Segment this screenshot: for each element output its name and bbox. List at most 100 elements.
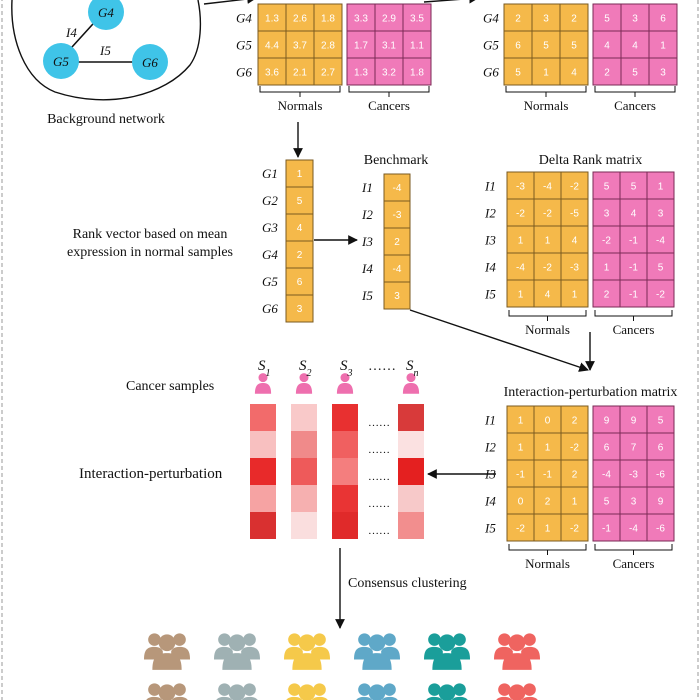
row-label-g2: G2 xyxy=(262,193,278,208)
row-label-g6: G6 xyxy=(262,301,278,316)
row-label-g6: G6 xyxy=(236,65,252,80)
benchmark-cell xyxy=(383,281,411,310)
heatmap-cell xyxy=(332,458,358,485)
cancer-cell-value: 3.2 xyxy=(382,68,396,79)
cancer-cell xyxy=(619,513,648,542)
normal-cell xyxy=(285,57,315,86)
cancer-cell xyxy=(592,198,621,227)
cancer-cell-value: 3 xyxy=(604,209,610,220)
cancer-cell-value: 5 xyxy=(658,263,664,274)
normal-cell-value: 2.7 xyxy=(321,68,335,79)
normal-cell xyxy=(559,3,589,32)
interaction-matrix-normals-label: Normals xyxy=(525,556,570,571)
interaction-matrix-cancers-label: Cancers xyxy=(613,556,655,571)
normal-cell-value: 1 xyxy=(545,524,551,535)
row-label-i3: I3 xyxy=(361,234,373,249)
rank-vector-value: 4 xyxy=(297,223,303,234)
normal-cell xyxy=(503,30,533,59)
normal-cell xyxy=(285,30,315,59)
cancer-cell xyxy=(619,252,648,281)
cancer-samples-label: Cancer samples xyxy=(126,379,214,394)
interaction-matrix-cancers-brace xyxy=(594,544,673,551)
normal-cell xyxy=(506,513,535,542)
benchmark-value: -3 xyxy=(393,210,402,221)
cancer-cell-value: 5 xyxy=(604,14,610,25)
node-g5 xyxy=(43,43,79,79)
normal-cell-value: -3 xyxy=(570,263,579,274)
normal-cell xyxy=(560,459,589,488)
rank-vector-cell xyxy=(285,159,314,188)
cancer-cell-value: -6 xyxy=(656,470,665,481)
heatmap-ellipsis: …… xyxy=(368,498,390,510)
normal-cell-value: 0 xyxy=(518,497,524,508)
cancer-cell-value: -4 xyxy=(656,236,665,247)
cancer-cell-value: -1 xyxy=(629,290,638,301)
cancer-cell-value: 4 xyxy=(604,41,610,52)
cancer-cell xyxy=(619,279,648,308)
cancer-cell xyxy=(646,432,675,461)
normal-cell xyxy=(506,279,535,308)
normal-cell-value: -5 xyxy=(570,209,579,220)
benchmark-title: Benchmark xyxy=(364,153,429,168)
heatmap-cell xyxy=(398,431,424,458)
node-g4-label: G4 xyxy=(98,5,114,20)
delta-rank-normals-label: Normals xyxy=(525,322,570,337)
cancer-cell xyxy=(619,405,648,434)
row-label-i5: I5 xyxy=(484,521,496,536)
cancer-cell-value: 1 xyxy=(604,263,610,274)
delta-rank-cancers-label: Cancers xyxy=(613,322,655,337)
cancer-cell-value: 1.8 xyxy=(410,68,424,79)
heatmap-ellipsis: …… xyxy=(368,525,390,537)
normal-cell xyxy=(506,459,535,488)
normal-cell-value: 1 xyxy=(518,236,524,247)
row-label-g5: G5 xyxy=(236,38,252,53)
cancer-cell-value: 5 xyxy=(631,182,637,193)
normal-cell-value: 4 xyxy=(545,290,551,301)
row-label-g4: G4 xyxy=(236,11,252,26)
normal-cell-value: 2 xyxy=(572,470,578,481)
normal-cell-value: 5 xyxy=(515,68,521,79)
cancer-cell-value: 6 xyxy=(658,443,664,454)
cancer-cell-value: 7 xyxy=(631,443,637,454)
row-label-g6: G6 xyxy=(483,65,499,80)
node-g6-label: G6 xyxy=(142,55,158,70)
normal-cell-value: 2 xyxy=(545,497,551,508)
row-label-i5: I5 xyxy=(484,287,496,302)
cluster-group-icon xyxy=(284,683,330,700)
cancer-cell-value: 9 xyxy=(604,416,610,427)
cluster-group-icon xyxy=(494,633,540,670)
cancer-cell xyxy=(592,459,621,488)
cancer-cell-value: -1 xyxy=(629,236,638,247)
delta-rank-cancers-brace xyxy=(594,310,673,317)
delta-rank-normals-brace xyxy=(508,310,587,317)
normal-cell-value: 4 xyxy=(571,68,577,79)
cancer-cell-value: 3 xyxy=(631,497,637,508)
rank-matrix-cancers-label: Cancers xyxy=(614,98,656,113)
rank-vector-value: 1 xyxy=(297,169,303,180)
normal-cell-value: 3.6 xyxy=(265,68,279,79)
cluster-group-icon xyxy=(424,633,470,670)
row-label-i2: I2 xyxy=(484,440,496,455)
cluster-group-icon xyxy=(494,683,540,700)
normal-cell-value: -2 xyxy=(516,209,525,220)
cancer-cell-value: 5 xyxy=(604,497,610,508)
perturbation-heatmap: Cancer samples Interaction-perturbation … xyxy=(79,358,424,539)
cancer-cell xyxy=(402,3,432,32)
cancer-cell-value: -2 xyxy=(656,290,665,301)
cancer-cell-value: 5 xyxy=(604,182,610,193)
normal-cell xyxy=(313,57,343,86)
interaction-matrix-title: Interaction-perturbation matrix xyxy=(504,385,678,400)
cancer-cell-value: -1 xyxy=(629,263,638,274)
row-label-g5: G5 xyxy=(262,274,278,289)
normal-cell-value: 3.7 xyxy=(293,41,307,52)
edge-i5-label: I5 xyxy=(99,43,111,58)
rank-vector-value: 3 xyxy=(297,304,303,315)
normal-cell-value: 1 xyxy=(543,68,549,79)
cancer-cell-value: 5 xyxy=(632,68,638,79)
cancer-cell xyxy=(592,30,622,59)
cancer-cell xyxy=(346,57,376,86)
cancer-cell-value: -2 xyxy=(602,236,611,247)
rank-vector-cell xyxy=(285,213,314,242)
normal-cell xyxy=(560,252,589,281)
